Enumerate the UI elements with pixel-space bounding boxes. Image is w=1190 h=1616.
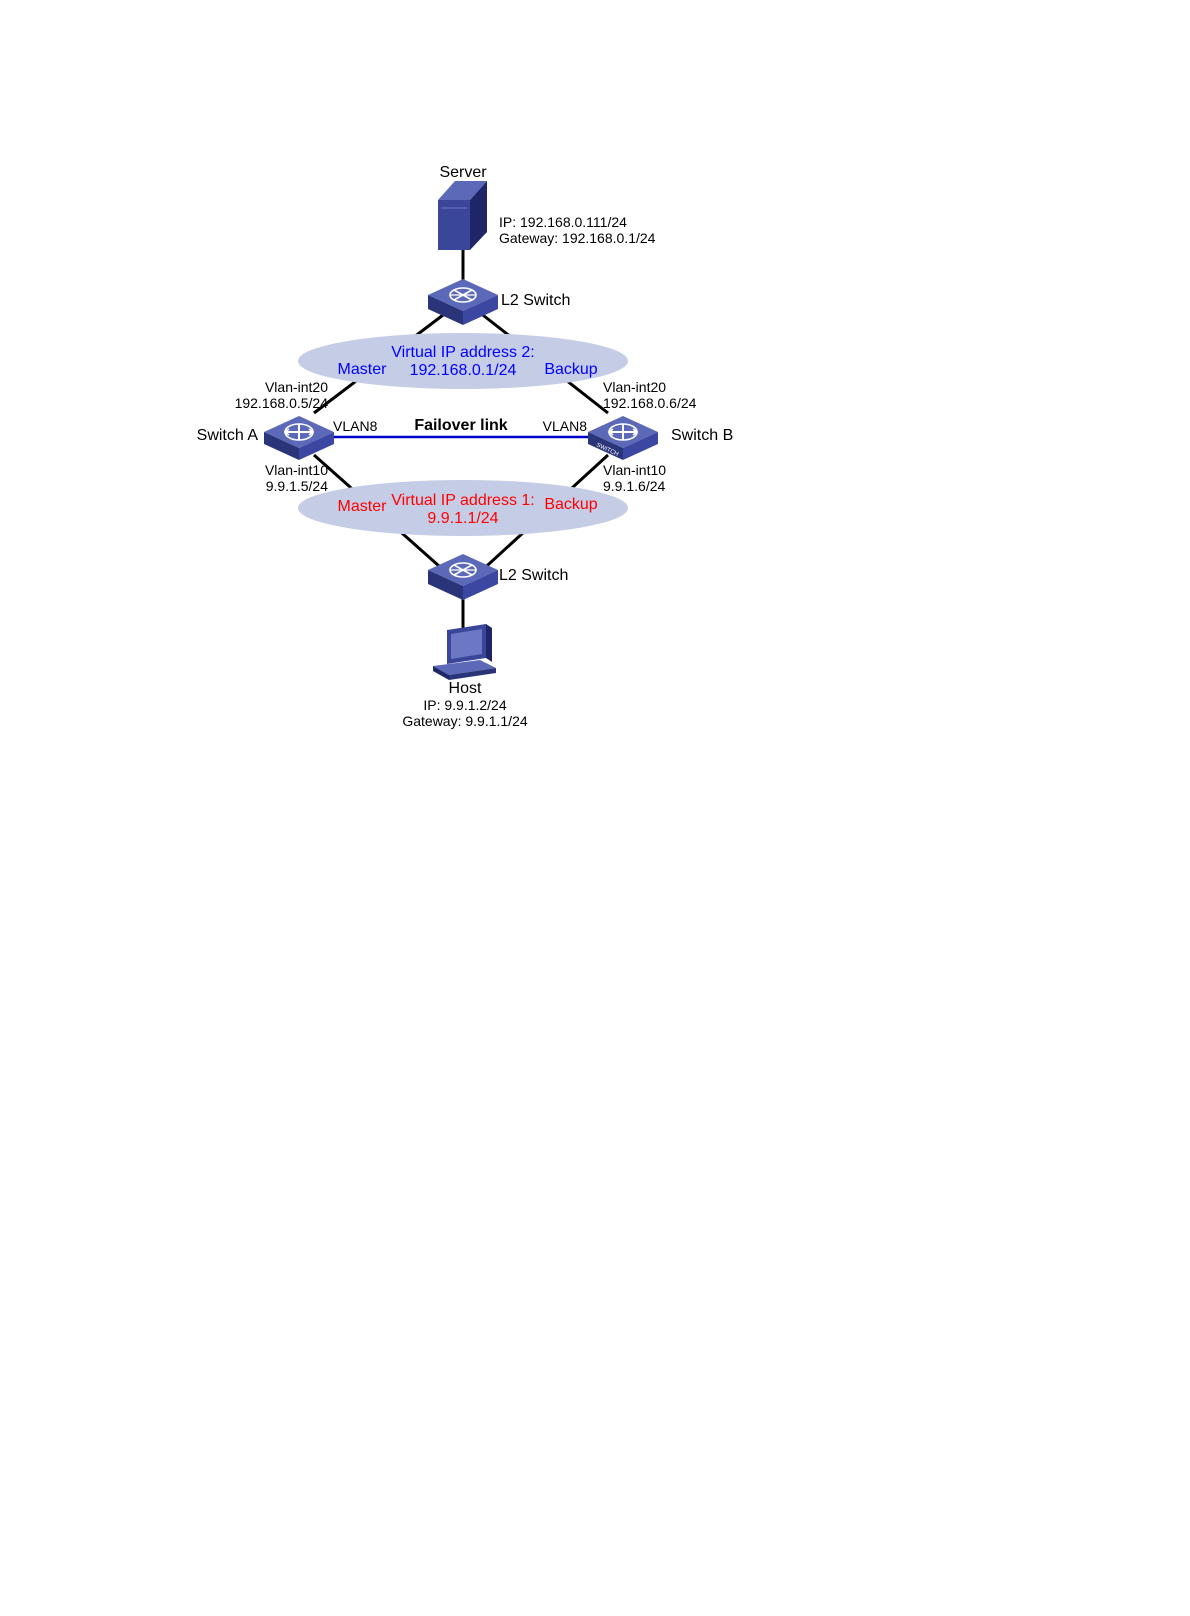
switch-b-vlanint20-ip: 192.168.0.6/24 — [603, 395, 697, 411]
vrid1-master: Master — [338, 498, 388, 515]
vrid2-backup: Backup — [544, 361, 597, 378]
switch-b-vlanint10: Vlan-int10 — [603, 462, 666, 478]
vrid1-address: 9.9.1.1/24 — [427, 510, 498, 527]
vrid2-title: Virtual IP address 2: — [391, 344, 535, 361]
host-ip: IP: 9.9.1.2/24 — [423, 697, 506, 713]
vrid1-ellipse — [298, 480, 628, 536]
l2-switch-bottom-label: L2 Switch — [499, 567, 568, 584]
server-label: Server — [439, 164, 487, 181]
vrid2-ellipse — [298, 333, 628, 389]
host-gateway: Gateway: 9.9.1.1/24 — [402, 713, 528, 729]
switch-a-vlanint10-ip: 9.9.1.5/24 — [266, 478, 328, 494]
l2-switch-top-label: L2 Switch — [501, 292, 570, 309]
host-pc-icon[interactable] — [433, 624, 496, 680]
l2-switch-bottom-icon[interactable] — [428, 553, 498, 601]
switch-b-vlanint10-ip: 9.9.1.6/24 — [603, 478, 665, 494]
switch-b-label: Switch B — [671, 427, 733, 444]
switch-b-vlan8: VLAN8 — [543, 418, 588, 434]
server-icon[interactable] — [438, 181, 487, 250]
server-gateway: Gateway: 192.168.0.1/24 — [499, 230, 656, 246]
vrid2-master: Master — [338, 361, 388, 378]
switch-a-icon[interactable]: SWITCH — [264, 415, 334, 469]
switch-a-vlanint10: Vlan-int10 — [265, 462, 328, 478]
vrid2-address: 192.168.0.1/24 — [410, 362, 517, 379]
switch-b-vlanint20: Vlan-int20 — [603, 379, 666, 395]
switch-a-vlan8: VLAN8 — [333, 418, 378, 434]
switch-b-icon[interactable]: SWITCH — [588, 415, 658, 461]
server-ip: IP: 192.168.0.111/24 — [499, 214, 627, 230]
vrid1-backup: Backup — [544, 496, 597, 513]
failover-link-label: Failover link — [414, 417, 507, 434]
host-label: Host — [449, 680, 482, 697]
switch-a-vlanint20: Vlan-int20 — [265, 379, 328, 395]
vrid1-title: Virtual IP address 1: — [391, 492, 535, 509]
switch-a-vlanint20-ip: 192.168.0.5/24 — [235, 395, 329, 411]
switch-a-label: Switch A — [197, 427, 259, 444]
